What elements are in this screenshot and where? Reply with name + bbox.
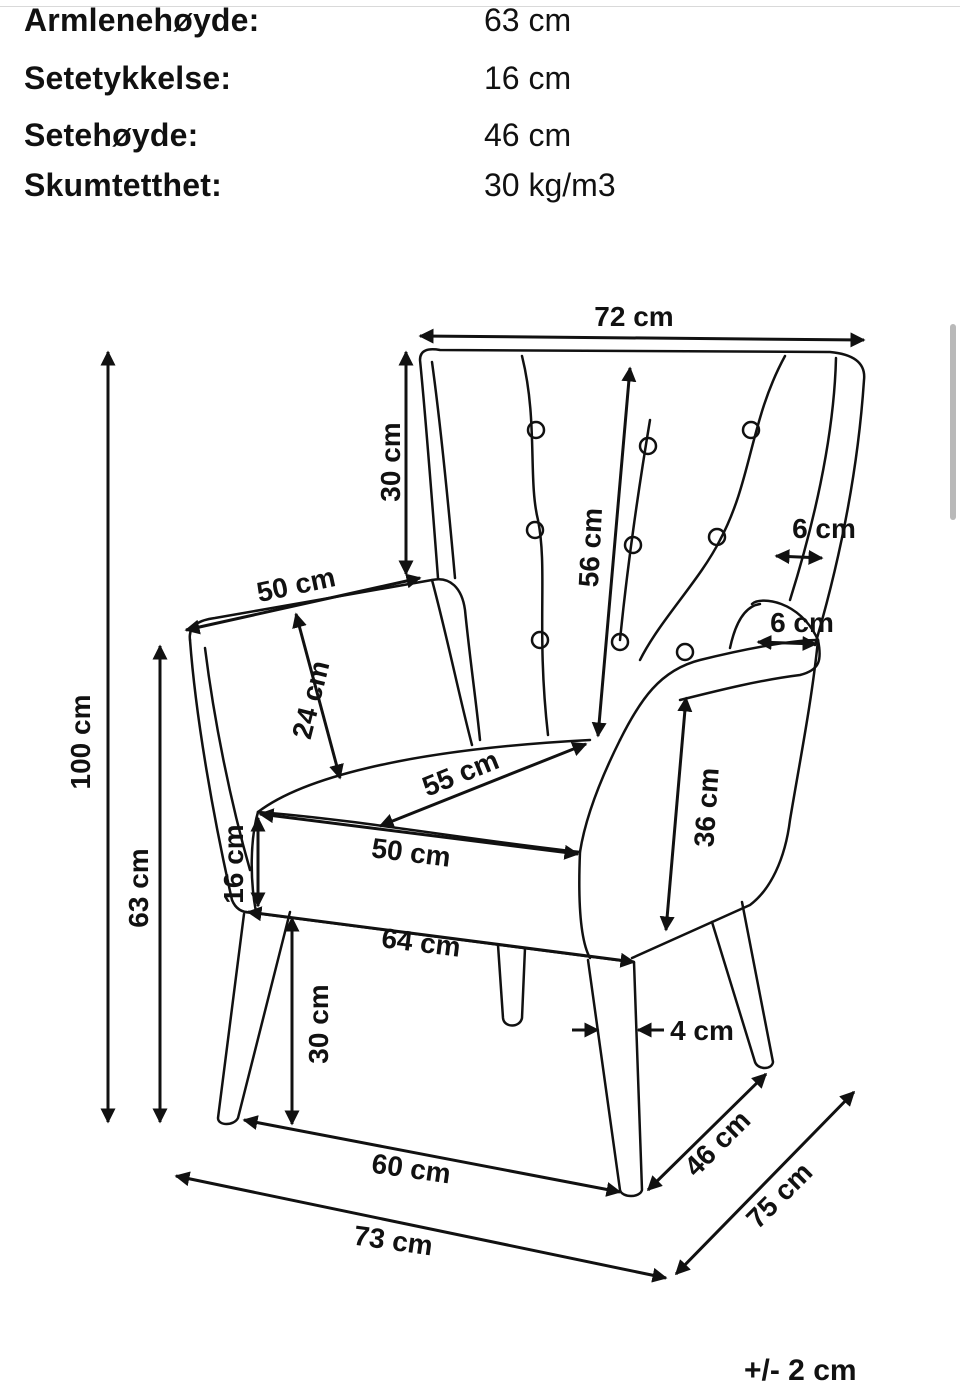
dim-label-side-depth: 46 cm: [678, 1104, 756, 1182]
tuft-button: [707, 527, 727, 547]
tuft-button: [530, 630, 550, 650]
dim-label-arm-inner-height: 36 cm: [688, 767, 724, 848]
spec-row-foam-density: Skumtetthet: 30 kg/m3: [24, 167, 924, 211]
spec-label: Skumtetthet:: [24, 167, 222, 203]
dim-line-arm-length: [184, 573, 422, 635]
tuft-button: [526, 420, 546, 440]
back-right-leg: [710, 900, 775, 1070]
dim-label-leg-height: 30 cm: [303, 984, 334, 1063]
dim-label-seat-width: 50 cm: [370, 832, 453, 872]
spec-row-armrest-height: Armlenehøyde: 63 cm: [24, 2, 924, 46]
right-wing-inner: [788, 356, 838, 602]
right-arm-outer: [630, 638, 820, 960]
right-arm-top: [618, 638, 821, 742]
dim-label-front-width: 64 cm: [380, 922, 463, 962]
backrest-inner-edge: [430, 360, 457, 580]
tuft-channel: [520, 354, 550, 737]
top-divider: [0, 0, 960, 7]
dim-label-leg-thickness: 4 cm: [670, 1015, 734, 1046]
dim-label-backrest-height: 56 cm: [573, 507, 608, 588]
dim-label-height-total: 100 cm: [65, 695, 96, 790]
backrest-outline: [418, 348, 866, 647]
tolerance-note: +/- 2 cm: [744, 1354, 857, 1387]
dimension-lines: [100, 328, 866, 1283]
dim-label-wing-thickness: 6 cm: [792, 513, 856, 544]
dim-line-overall-depth: [674, 1090, 856, 1276]
left-arm-side: [430, 578, 474, 747]
spec-value: 63 cm: [484, 2, 572, 38]
left-arm: [188, 577, 482, 742]
dim-label-arm-height: 63 cm: [123, 848, 154, 927]
dim-line-seat-width: [258, 808, 580, 860]
dim-label-back-top-height: 30 cm: [375, 422, 406, 501]
dim-label-arm-thickness: 6 cm: [770, 607, 834, 638]
dim-line-arm-rise: [292, 612, 344, 780]
spec-row-seat-height: Setehøyde: 46 cm: [24, 117, 924, 161]
dim-label-width-top: 72 cm: [594, 301, 673, 332]
left-arm-inner: [203, 646, 252, 872]
front-right-leg: [586, 958, 644, 1198]
scrollbar-thumb[interactable]: [950, 324, 956, 520]
dim-label-seat-thickness: 16 cm: [218, 824, 249, 903]
right-arm-scroll-inner: [728, 602, 762, 650]
tuft-button: [525, 520, 545, 540]
tuft-button: [675, 642, 695, 662]
dim-line-front-width: [246, 906, 636, 968]
dim-line-backrest-height: [591, 366, 637, 738]
spec-label: Armlenehøyde:: [24, 2, 260, 38]
dim-line-arm-inner-height: [659, 696, 693, 932]
back-left-leg: [496, 943, 527, 1027]
left-arm-front: [188, 638, 258, 914]
tuft-channel: [638, 354, 787, 662]
front-left-leg: [216, 910, 292, 1126]
right-arm-scroll: [750, 599, 820, 642]
tuft-button: [638, 436, 658, 456]
spec-label: Setetykkelse:: [24, 60, 232, 96]
spec-value: 16 cm: [484, 60, 572, 96]
dim-line-width-top: [418, 328, 866, 348]
dim-line-overall-width: [174, 1171, 668, 1283]
dim-line-wing-thickness: [774, 549, 824, 565]
right-arm-front: [578, 738, 622, 960]
tuft-button: [741, 420, 761, 440]
dim-label-arm-length: 50 cm: [254, 561, 338, 608]
spec-label: Setehøyde:: [24, 117, 199, 153]
spec-value: 46 cm: [484, 117, 572, 153]
spec-value: 30 kg/m3: [484, 167, 616, 203]
spec-row-seat-thickness: Setetykkelse: 16 cm: [24, 60, 924, 104]
dim-line-arm-thickness: [756, 634, 818, 652]
dim-label-leg-spread: 60 cm: [370, 1148, 453, 1190]
